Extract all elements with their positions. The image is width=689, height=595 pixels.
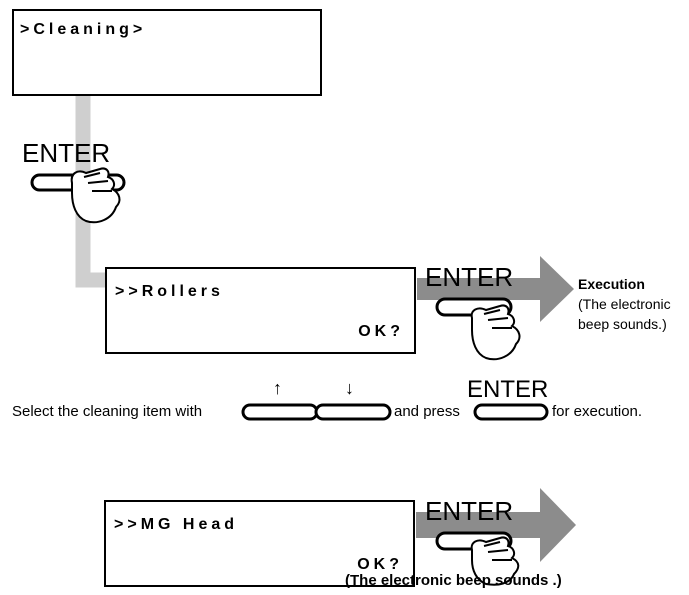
lcd-line-rollers-ok: OK? — [358, 323, 404, 340]
lcd-line-cleaning: >Cleaning> — [20, 21, 147, 38]
enter-label-first: ENTER — [22, 138, 111, 168]
instruction-part3: for execution. — [552, 403, 643, 420]
lcd-panel-mg-head: >>MG Head OK? — [104, 500, 415, 587]
enter-key-inline[interactable] — [473, 403, 549, 421]
pointing-hand-icon — [70, 167, 121, 224]
bottom-beep-note: (The electronic beep sounds .) — [345, 572, 562, 589]
lcd-line-mg-head-ok: OK? — [357, 556, 403, 573]
lcd-line-mg-head: >>MG Head — [114, 516, 239, 533]
pointing-hand-icon — [470, 304, 521, 361]
up-arrow-icon: ↑ — [273, 378, 282, 398]
execution-line1: (The electronic — [578, 296, 671, 312]
execution-line2: beep sounds.) — [578, 316, 667, 332]
execution-title: Execution — [578, 276, 645, 292]
instruction-part1: Select the cleaning item with — [12, 403, 203, 420]
lcd-panel-rollers: >>Rollers OK? — [105, 267, 416, 354]
down-key[interactable] — [314, 403, 392, 421]
execution-note: Execution (The electronic beep sounds.) — [578, 274, 671, 334]
enter-label-rollers: ENTER — [425, 262, 514, 292]
instruction-part2: and press — [394, 403, 460, 420]
lcd-line-rollers: >>Rollers — [115, 283, 224, 300]
lcd-panel-cleaning: >Cleaning> — [12, 9, 322, 96]
execution-arrow — [417, 256, 574, 322]
enter-label-inline: ENTER — [467, 376, 549, 403]
enter-label-mg-head: ENTER — [425, 496, 514, 526]
mg-head-arrow — [416, 488, 576, 562]
down-arrow-icon: ↓ — [345, 378, 354, 398]
flow-connector — [75, 96, 106, 288]
pointing-hand-icon — [470, 536, 520, 586]
